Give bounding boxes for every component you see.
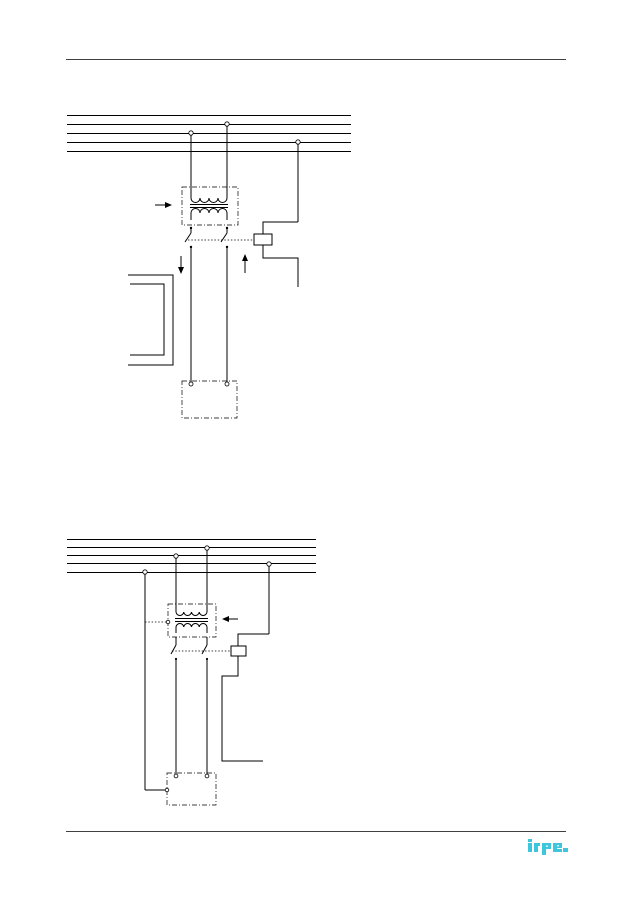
bus-tap-node xyxy=(224,121,230,127)
arrow-left-icon xyxy=(222,616,238,622)
load-box-bottom xyxy=(145,772,217,806)
secondary-winding-icon xyxy=(175,623,208,633)
bus-lines-bottom xyxy=(67,539,316,573)
primary-winding-icon xyxy=(175,607,208,616)
bus-tap-node xyxy=(266,561,272,567)
switch-contacts-top xyxy=(184,228,254,383)
bus-tap-node xyxy=(295,139,301,145)
bus-tap-node xyxy=(188,130,194,136)
arrow-right-icon xyxy=(155,202,172,208)
bus-tap-node xyxy=(142,569,148,575)
bus-tap-node xyxy=(204,545,210,551)
relay-coil-bottom xyxy=(221,633,269,762)
diagram-bottom xyxy=(67,539,316,806)
company-logo xyxy=(528,839,568,855)
arrow-up-icon xyxy=(242,254,248,273)
switch-contacts-bottom xyxy=(170,637,231,776)
bus-tap-node xyxy=(173,553,179,559)
transformer-enclosure xyxy=(167,603,217,638)
bus-lines-top xyxy=(67,115,351,152)
secondary-winding-icon xyxy=(190,208,228,220)
diagram-top xyxy=(67,115,351,419)
relay-coil-top xyxy=(253,221,299,287)
transformer-enclosure xyxy=(181,186,239,226)
transformer-top xyxy=(181,186,239,230)
load-box-top xyxy=(181,380,238,419)
conductor-loop-top xyxy=(128,274,174,366)
transformer-bottom xyxy=(145,603,217,638)
primary-winding-icon xyxy=(190,192,228,203)
arrow-down-icon xyxy=(178,256,184,274)
